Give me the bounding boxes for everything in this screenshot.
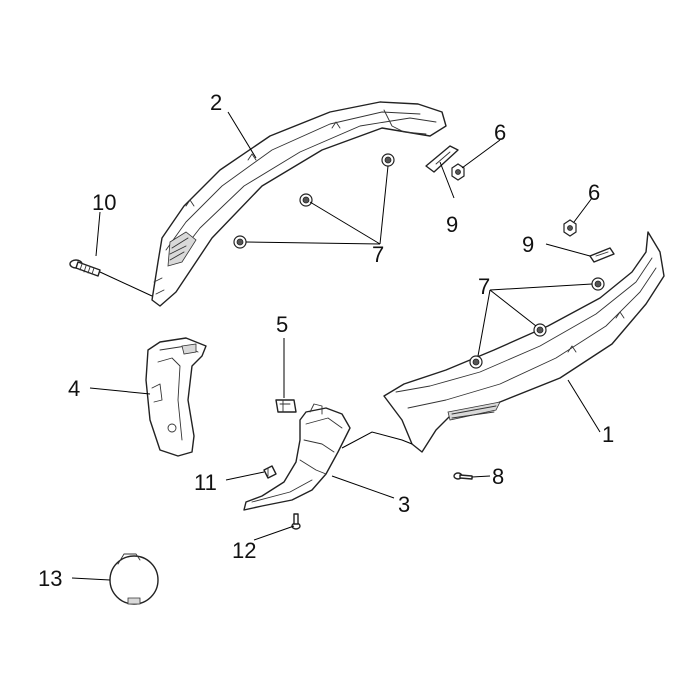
callout-13: 13 xyxy=(38,566,62,591)
part-6-nut-upper xyxy=(451,163,465,181)
callout-7b: 7 xyxy=(478,274,490,299)
callout-5: 5 xyxy=(276,312,288,337)
part-3-inner-bracket xyxy=(243,403,351,511)
leader-12 xyxy=(253,525,295,541)
part-6-nut-right xyxy=(563,219,577,237)
leader-7b-1 xyxy=(477,289,491,357)
callout-2: 2 xyxy=(210,90,222,115)
grommet-5 xyxy=(533,323,547,337)
leader-7a-2 xyxy=(309,201,381,245)
leader-7b-3 xyxy=(489,283,593,291)
leader-3-ext xyxy=(341,431,413,449)
part-9-plate-upper xyxy=(425,145,459,173)
leader-8 xyxy=(471,475,491,478)
callout-6a: 6 xyxy=(494,120,506,145)
leader-lines xyxy=(71,111,601,581)
leader-13 xyxy=(71,577,111,581)
callout-4: 4 xyxy=(68,376,80,401)
leader-10 xyxy=(95,211,101,257)
part-8-screw xyxy=(453,472,473,480)
part-12-screw xyxy=(291,513,301,530)
leader-7b-2 xyxy=(489,289,537,327)
leader-11 xyxy=(225,471,265,481)
leader-6b xyxy=(573,197,593,223)
grommet-1 xyxy=(233,235,247,249)
part-5-clip xyxy=(275,399,297,413)
callout-1: 1 xyxy=(602,422,614,447)
leader-6a xyxy=(461,139,501,169)
callout-numbers: 1 2 3 4 5 6 6 7 7 8 9 9 10 11 12 13 xyxy=(38,90,614,591)
leader-3 xyxy=(331,475,395,499)
part-13-round-cap xyxy=(109,553,159,605)
grommet-6 xyxy=(591,277,605,291)
grommet-3 xyxy=(381,153,395,167)
leader-1 xyxy=(567,379,601,433)
callout-12: 12 xyxy=(232,538,256,563)
grommet-2 xyxy=(299,193,313,207)
leader-9b xyxy=(545,243,591,257)
callout-11: 11 xyxy=(194,470,217,495)
callout-6b: 6 xyxy=(588,180,600,205)
part-11-clip-nut xyxy=(263,465,277,479)
part-4-side-cover xyxy=(145,337,207,457)
callout-9b: 9 xyxy=(522,232,534,257)
leader-10-ext xyxy=(99,271,153,297)
leader-2 xyxy=(227,111,257,159)
callout-8: 8 xyxy=(492,464,504,489)
callout-10: 10 xyxy=(92,190,116,215)
callout-3: 3 xyxy=(398,492,410,517)
part-9-plate-right xyxy=(589,247,615,263)
callout-7a: 7 xyxy=(372,242,384,267)
grommet-4 xyxy=(469,355,483,369)
callout-9a: 9 xyxy=(446,212,458,237)
leader-4 xyxy=(89,387,151,395)
part-7-grommet-group-lower xyxy=(469,277,605,369)
leader-7a-3 xyxy=(379,165,389,245)
leader-9a xyxy=(439,161,455,199)
leader-7a-1 xyxy=(245,241,381,245)
part-10-screw xyxy=(69,259,101,277)
part-2-upper-side-panel xyxy=(151,101,447,307)
part-1-lower-side-panel xyxy=(383,231,665,453)
